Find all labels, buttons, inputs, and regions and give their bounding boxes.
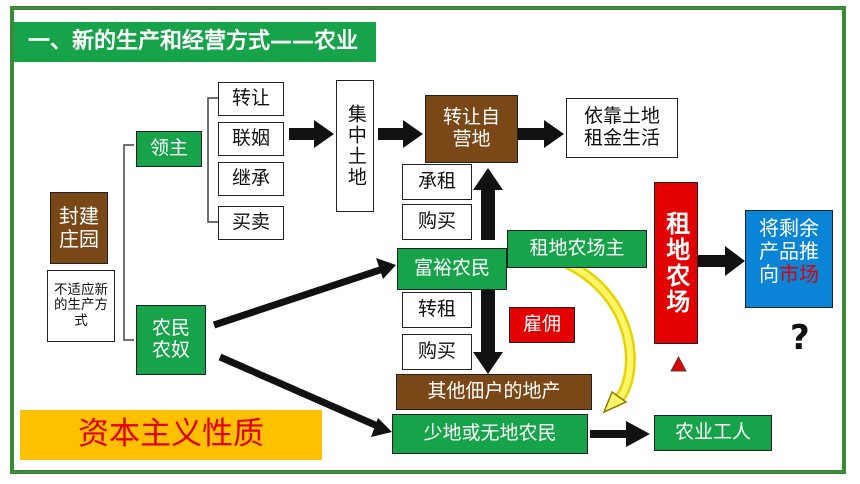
arrow-methods-to-concentrate (289, 120, 334, 148)
page-title: 一、新的生产和经营方式——农业 (14, 22, 377, 62)
arrow-landless-to-worker (590, 421, 650, 447)
bracket-lord (207, 97, 218, 223)
rent-life-box: 依靠土地租金生活 (566, 98, 678, 158)
lord-box: 领主 (136, 131, 202, 167)
manor-box: 封建庄园 (50, 192, 108, 264)
rented-farm-box: 租地农场 (654, 182, 698, 344)
method-trade: 买卖 (218, 206, 284, 240)
arrow-up-to-selfrun (473, 168, 503, 240)
rich-method-buy: 购买 (402, 204, 472, 240)
peasants-box: 农民农奴 (136, 305, 206, 375)
surplus-text: 将剩余产品推向 (759, 216, 819, 286)
bracket-manor (123, 144, 134, 341)
landless-box: 少地或无地农民 (392, 414, 588, 454)
concentrate-land: 集中土地 (336, 80, 374, 212)
warning-triangle (670, 355, 687, 372)
arrow-down-to-other (473, 289, 503, 374)
nature-box: 资本主义性质 (20, 410, 322, 460)
other-property-box: 其他佃户的地产 (396, 374, 592, 410)
tenant-farmer-box: 租地农场主 (507, 230, 647, 268)
rich-peasant-box: 富裕农民 (397, 248, 507, 290)
surplus-market-box: 将剩余产品推向市场 (745, 210, 833, 308)
arrow-farm-to-market (697, 246, 745, 276)
question-mark: ? (790, 318, 810, 358)
hire-box: 雇佣 (509, 307, 575, 343)
other-method-sublease: 转租 (402, 292, 472, 328)
self-run-land: 转让自营地 (425, 95, 518, 163)
method-inherit: 继承 (218, 162, 284, 196)
method-marriage: 联姻 (218, 122, 284, 156)
method-transfer: 转让 (218, 82, 284, 116)
arrow-selfrun-to-rent (518, 120, 564, 148)
manor-note: 不适应新的生产方式 (47, 270, 115, 342)
arrow-concentrate-to-selfrun (378, 120, 423, 148)
arrows (289, 120, 745, 447)
rich-method-lease: 承租 (402, 164, 472, 200)
diagonal-arrows (212, 258, 396, 437)
market-text: 市场 (779, 262, 819, 286)
other-method-buy: 购买 (402, 334, 472, 370)
farm-worker-box: 农业工人 (654, 415, 772, 451)
